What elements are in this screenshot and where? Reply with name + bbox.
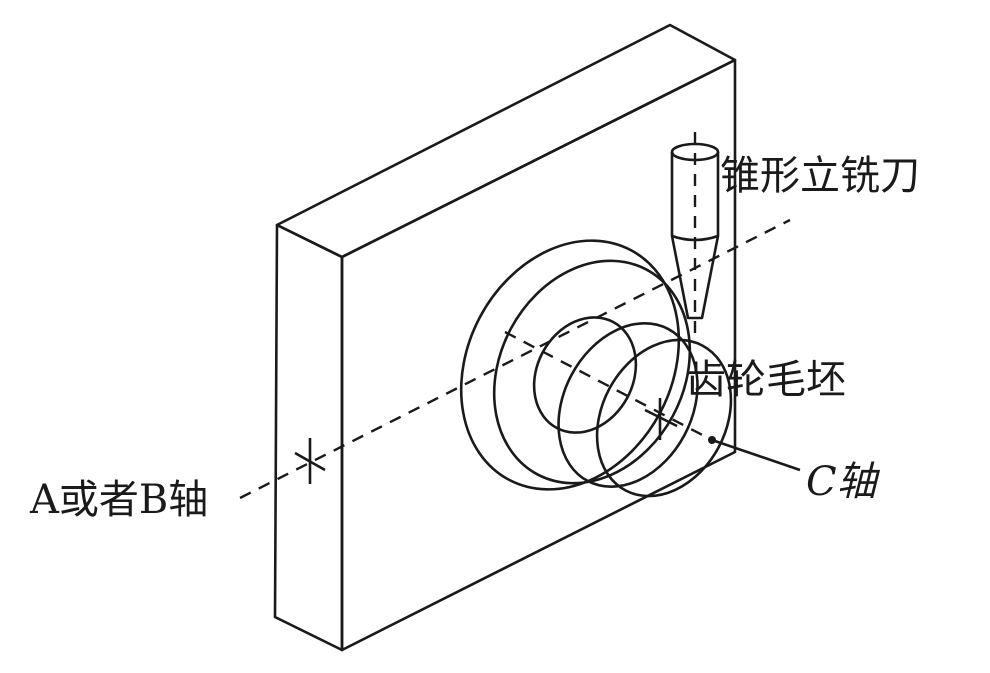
c-axis-label: C轴 bbox=[806, 459, 877, 505]
c-axis-line bbox=[504, 330, 801, 472]
ab-axis-center-mark bbox=[294, 438, 326, 484]
ab-axis-line bbox=[239, 218, 791, 500]
tool-label: 锥形立铣刀 bbox=[720, 153, 920, 199]
ab-axis-label: A或者B轴 bbox=[30, 477, 209, 523]
conical-end-mill bbox=[670, 132, 720, 336]
gear-blank-label: 齿轮毛坯 bbox=[686, 357, 846, 403]
fixture-plate bbox=[273, 23, 737, 652]
c-axis-center-mark bbox=[644, 398, 678, 440]
